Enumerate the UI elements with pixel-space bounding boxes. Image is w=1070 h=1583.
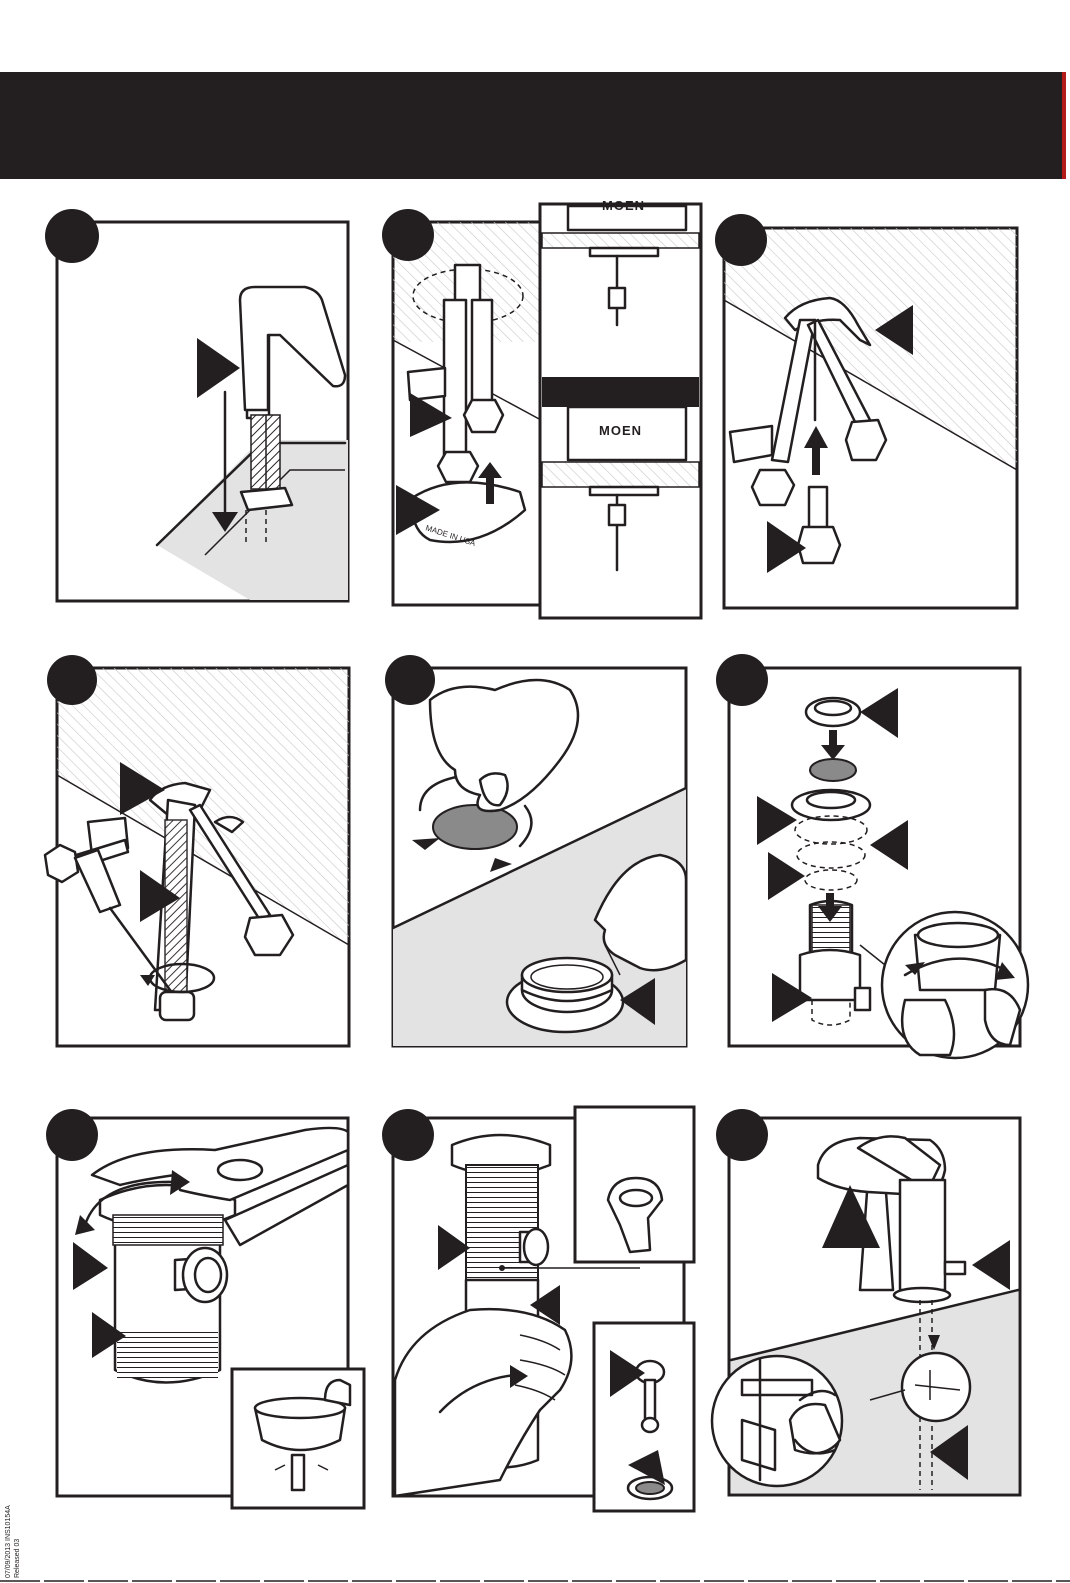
step-4-panel bbox=[45, 655, 349, 1046]
step-7-panel bbox=[46, 1109, 364, 1508]
step-5-panel bbox=[385, 655, 686, 1046]
step-7-badge bbox=[46, 1109, 98, 1161]
step-3-badge bbox=[715, 214, 767, 266]
step-9-badge bbox=[716, 1109, 768, 1161]
step-9-panel bbox=[712, 1109, 1020, 1495]
step-2-panel: MADE IN USA MOEN MOEN bbox=[382, 198, 701, 618]
brand-logo-lower: MOEN bbox=[599, 423, 642, 438]
step-2-badge bbox=[382, 209, 434, 261]
step-8-panel bbox=[382, 1107, 694, 1511]
brand-logo-upper: MOEN bbox=[602, 198, 645, 213]
step-5-badge bbox=[385, 655, 435, 705]
step-8-badge bbox=[382, 1109, 434, 1161]
step-1-panel bbox=[45, 209, 348, 601]
doc-number-line: 07/09/2013 INS10154A bbox=[4, 1505, 13, 1578]
step-1-badge bbox=[45, 209, 99, 263]
step-6-panel bbox=[716, 654, 1028, 1058]
document-number: 07/09/2013 INS10154A Released 03 bbox=[4, 1505, 22, 1578]
step-4-badge bbox=[47, 655, 97, 705]
doc-revision: Released 03 bbox=[13, 1505, 22, 1578]
step-6-badge bbox=[716, 654, 768, 706]
step-3-panel bbox=[715, 214, 1017, 608]
